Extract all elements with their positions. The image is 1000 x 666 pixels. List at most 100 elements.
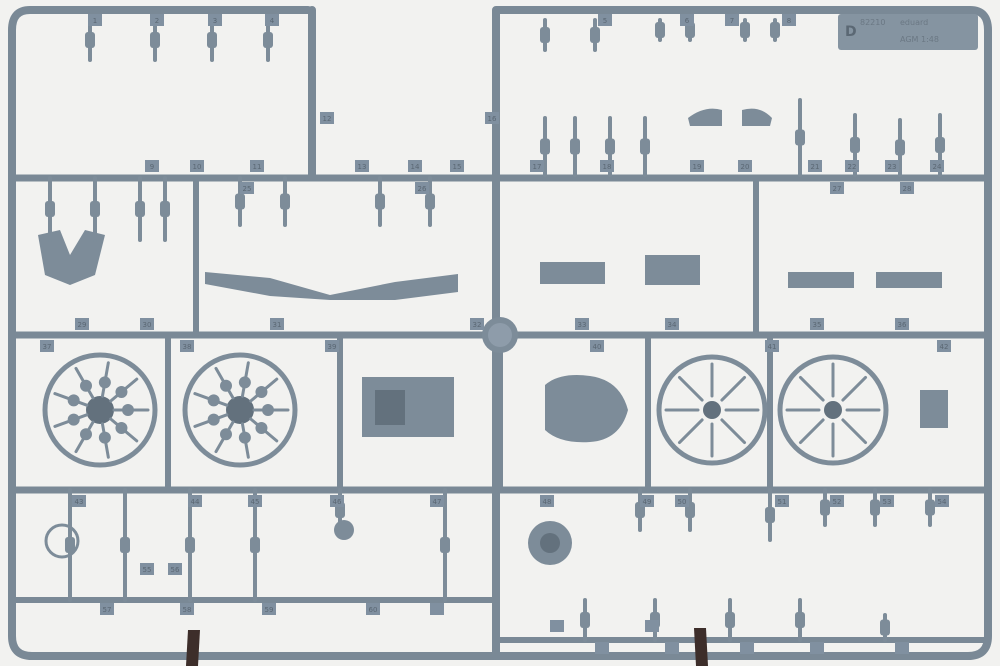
tailwheel-part [334, 520, 354, 540]
part-number: 22 [848, 163, 857, 171]
display-stand [186, 628, 708, 666]
wing-part [205, 272, 458, 300]
part-number-tag [140, 563, 154, 575]
engine-part-1 [42, 352, 158, 468]
part-number-tag [320, 112, 334, 124]
small-part [235, 193, 245, 210]
part-number-tag [430, 603, 444, 615]
part-number: 44 [191, 498, 200, 506]
part-number: 18 [603, 163, 612, 171]
sprue-frame [8, 6, 992, 660]
part-number: 54 [938, 498, 947, 506]
small-part [795, 612, 805, 628]
part-number-tag [88, 14, 102, 26]
cylinder [115, 421, 128, 434]
part-number: 33 [578, 321, 587, 329]
part-number-tag [450, 160, 464, 172]
part-number: 27 [833, 185, 842, 193]
cylinder [207, 413, 220, 426]
part-number-tag [470, 318, 484, 330]
part-number-tag [600, 160, 614, 172]
part-number: 23 [888, 163, 897, 171]
part-number-tag [208, 14, 222, 26]
part-number: 5 [603, 17, 607, 25]
small-part [135, 201, 145, 217]
part-number: 31 [273, 321, 282, 329]
engine-spoke [841, 418, 868, 445]
part-number: 19 [693, 163, 702, 171]
part-number-tag [895, 318, 909, 330]
sprue-label-plate: D 82210 eduard AGM 1:48 [838, 14, 978, 50]
part-number-tag [250, 160, 264, 172]
part-number-tag [645, 620, 659, 632]
part-number: 3 [213, 17, 217, 25]
part-number-tag [366, 603, 380, 615]
part-number-tag [598, 14, 612, 26]
part-number: 58 [183, 606, 192, 614]
cylinder [98, 376, 111, 389]
small-part [160, 201, 170, 217]
small-part [45, 201, 55, 217]
small-part [570, 138, 580, 155]
comb-parts [788, 272, 942, 288]
part-number: 7 [730, 17, 734, 25]
small-part [870, 499, 880, 516]
part-number: 40 [593, 343, 602, 351]
part-number: 36 [898, 321, 907, 329]
cylinder [67, 413, 80, 426]
cylinder [262, 404, 274, 416]
part-number: 47 [433, 498, 442, 506]
part-number: 15 [453, 163, 462, 171]
small-part [850, 137, 860, 153]
part-number: 60 [369, 606, 378, 614]
part-number: 9 [150, 163, 154, 171]
part-number: 29 [78, 321, 87, 329]
part-number: 55 [143, 566, 152, 574]
part-number-tag [262, 603, 276, 615]
windscreen-parts [688, 108, 772, 126]
part-number: 13 [358, 163, 367, 171]
part-number: 53 [883, 498, 892, 506]
part-number-tag [595, 642, 609, 654]
part-number: 48 [543, 498, 552, 506]
part-number: 42 [940, 343, 949, 351]
engine-spoke [798, 418, 825, 445]
small-part [795, 129, 805, 146]
small-part [895, 139, 905, 156]
part-number: 37 [43, 343, 52, 351]
part-number: 45 [251, 498, 260, 506]
small-part [605, 138, 615, 155]
seat-part [38, 230, 105, 285]
part-number-tag [810, 318, 824, 330]
part-number-tag [168, 563, 182, 575]
part-number: 6 [685, 17, 690, 25]
small-part [280, 193, 290, 210]
part-number: 39 [328, 343, 337, 351]
small-part [65, 537, 75, 553]
part-number-tag [415, 182, 429, 194]
part-number-tag [190, 160, 204, 172]
small-part [770, 22, 780, 38]
small-part [740, 22, 750, 38]
part-number: 10 [193, 163, 202, 171]
cylinder [80, 379, 92, 392]
part-number: 46 [333, 498, 342, 506]
small-part [440, 537, 450, 553]
cylinder [220, 379, 232, 392]
small-part [120, 537, 130, 553]
part-number-tag [530, 160, 544, 172]
engine-part-3 [656, 354, 768, 466]
small-part [580, 612, 590, 628]
part-number-tag [40, 340, 54, 352]
part-number-tag [808, 160, 822, 172]
part-number-tag [140, 318, 154, 330]
part-number-tag [325, 340, 339, 352]
part-number-tag [180, 340, 194, 352]
part-number-tag [590, 340, 604, 352]
part-number-tag [180, 603, 194, 615]
part-number: 25 [243, 185, 252, 193]
part-number: 2 [155, 17, 159, 25]
cylinder [220, 428, 232, 441]
cylinder [98, 431, 111, 444]
